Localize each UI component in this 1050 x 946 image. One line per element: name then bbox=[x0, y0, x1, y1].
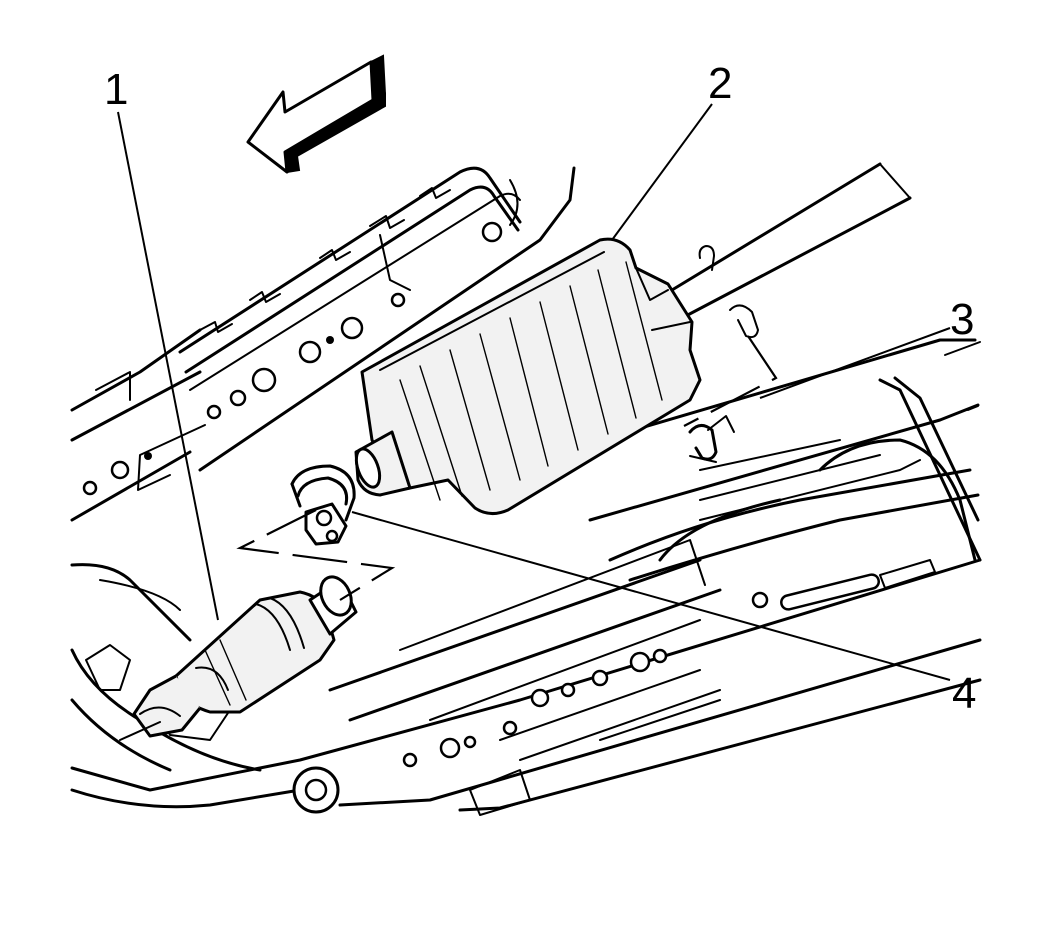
exhaust-clamp bbox=[290, 464, 356, 546]
callout-1-label: 1 bbox=[104, 65, 128, 114]
alignment-lines bbox=[236, 335, 778, 601]
catalytic-converter bbox=[119, 575, 358, 741]
upper-frame-rail bbox=[70, 166, 576, 522]
floor-pan bbox=[70, 338, 982, 816]
callout-2-label: 2 bbox=[708, 59, 732, 108]
callout-4-label: 4 bbox=[952, 669, 976, 718]
tailpipe bbox=[670, 162, 912, 339]
hanger bbox=[688, 415, 735, 463]
muffler bbox=[354, 237, 702, 515]
callout-3-label: 3 bbox=[950, 295, 974, 344]
front-direction-arrow-icon bbox=[246, 54, 387, 174]
leader-lines bbox=[117, 103, 951, 681]
